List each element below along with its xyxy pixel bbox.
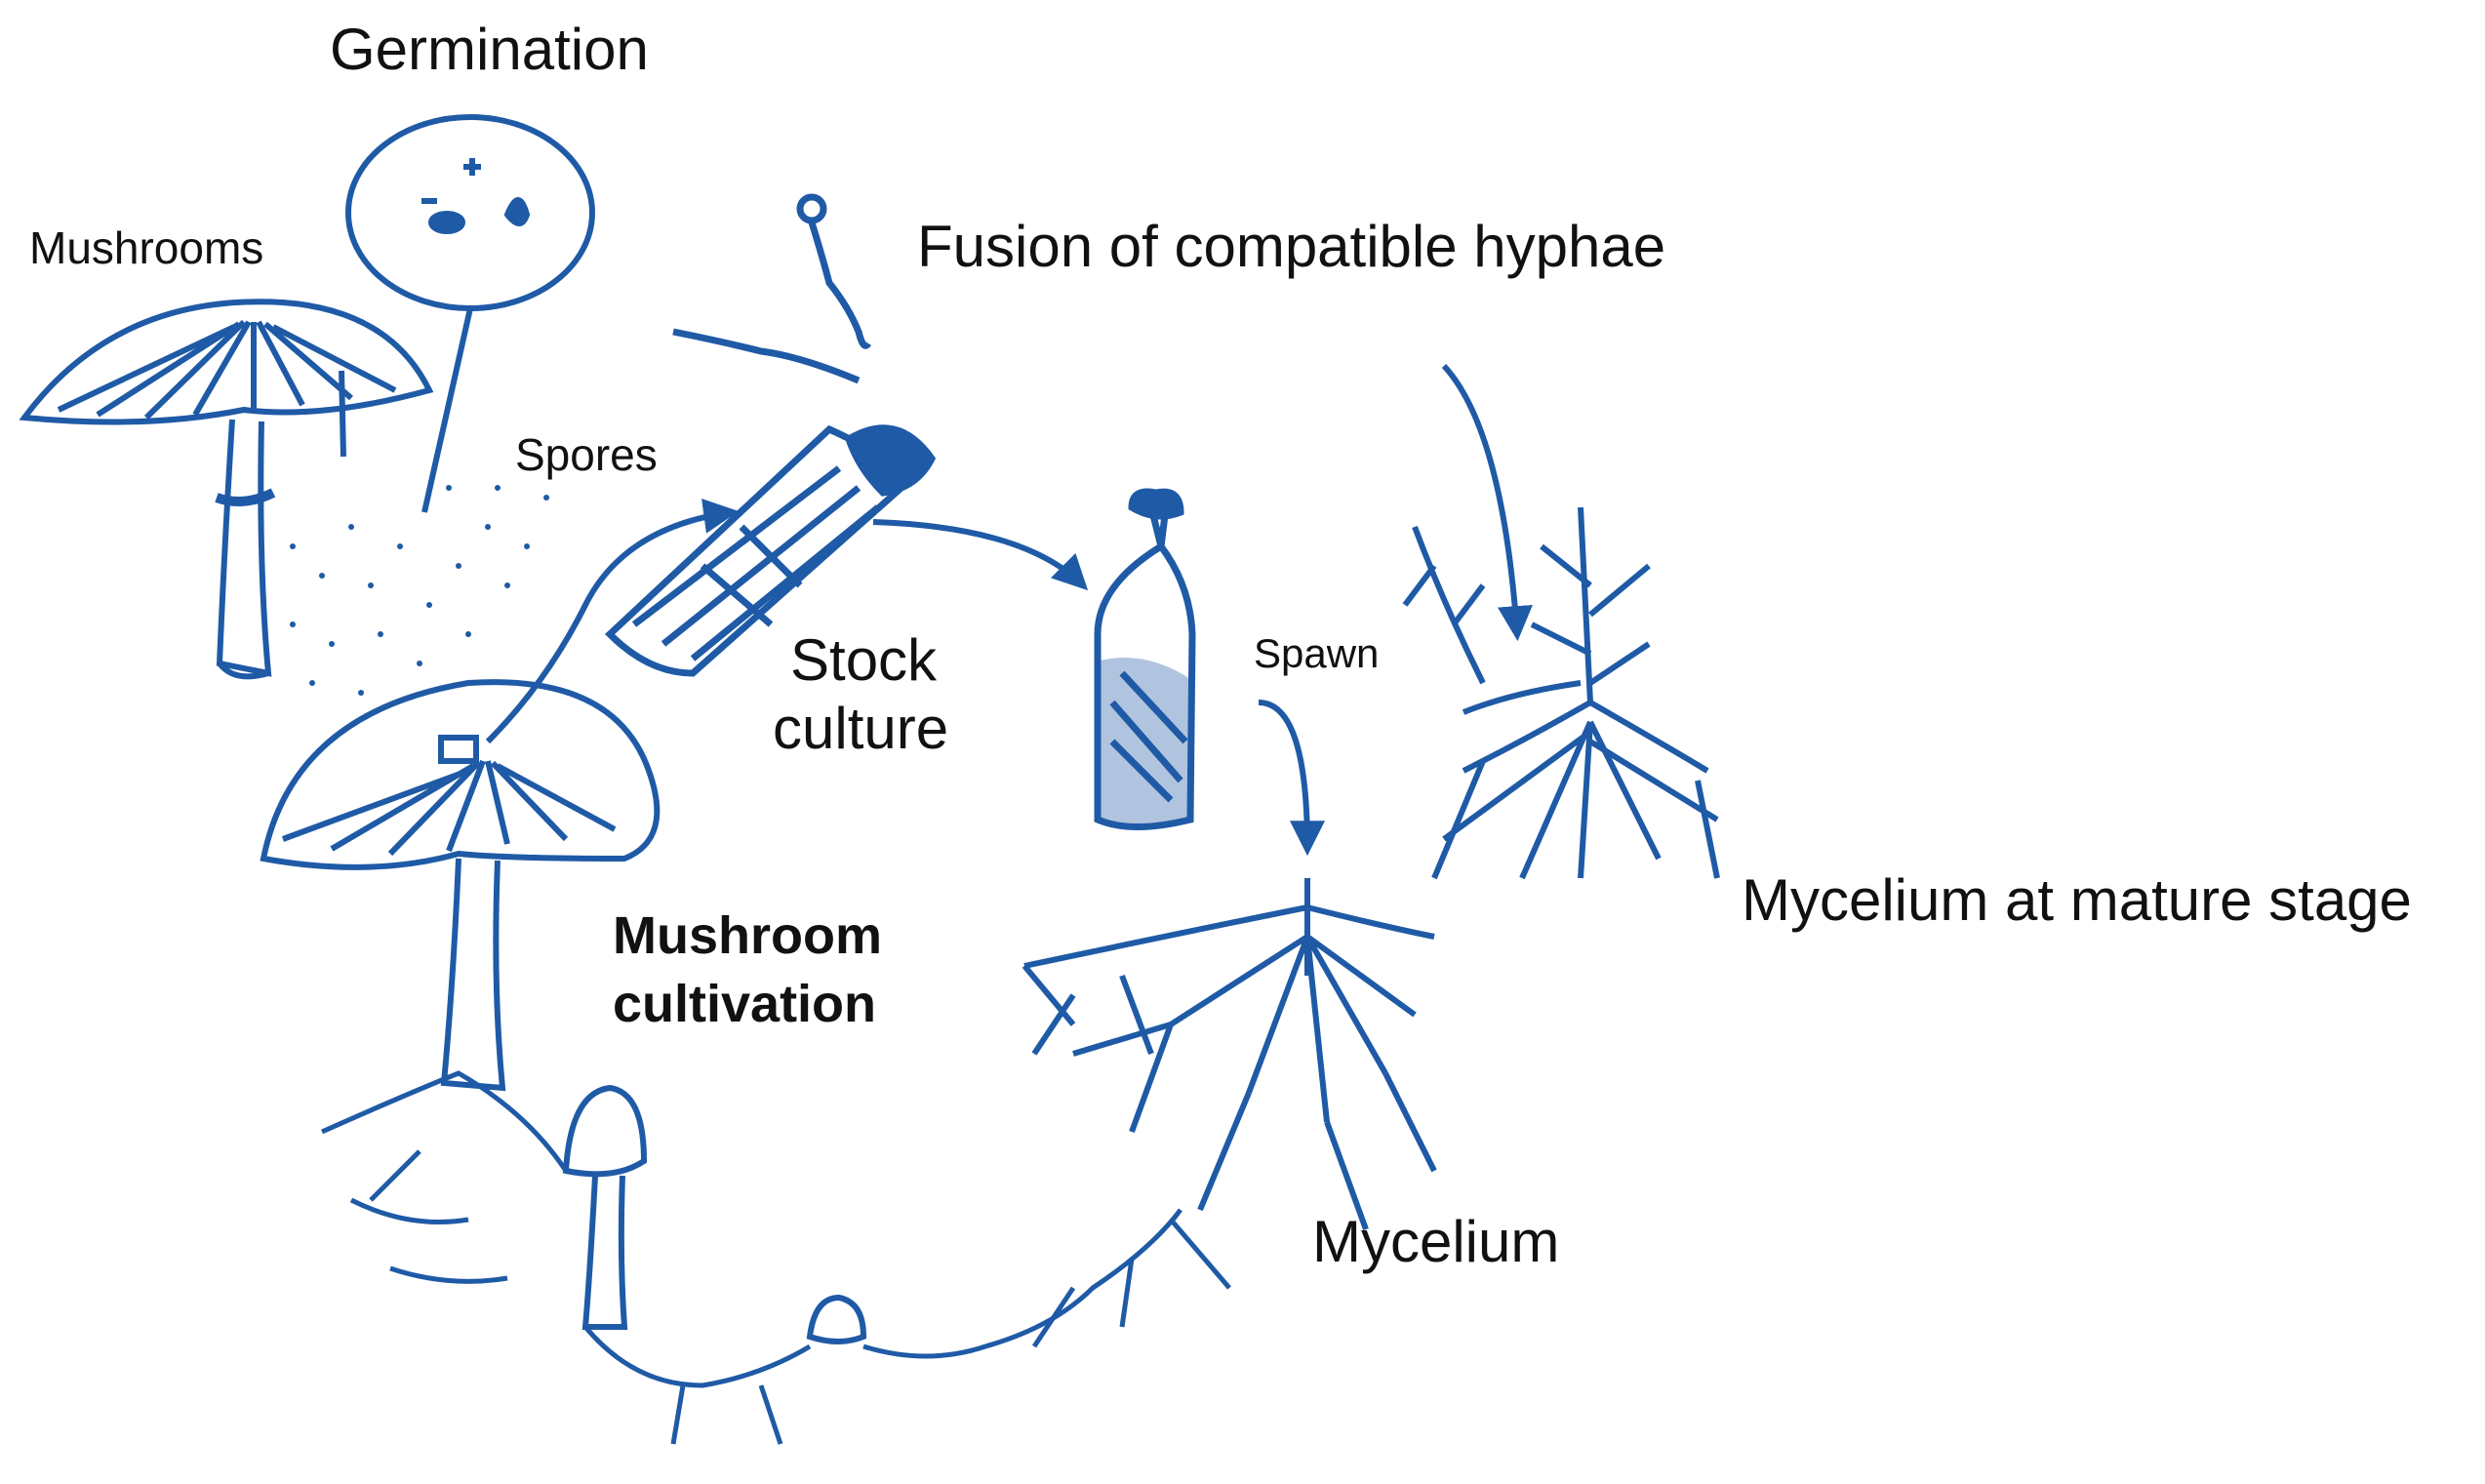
central-mycelium <box>1022 878 1437 1231</box>
germination-circle <box>345 114 595 513</box>
spores-scatter <box>290 485 549 696</box>
arrow-to-mycelium <box>1258 700 1325 857</box>
arrow-to-spawn <box>872 519 1089 591</box>
button-mushroom <box>562 1084 648 1330</box>
arrow-fusion-to-mature <box>1441 363 1533 642</box>
pinhead-mushroom <box>806 1294 867 1344</box>
hyphae-fragments <box>672 193 871 384</box>
mushroom-lower-left <box>260 679 661 1092</box>
arrow-to-stock-culture <box>485 499 740 744</box>
mushroom-top-left <box>19 299 434 680</box>
label-germination: Germination <box>330 17 649 82</box>
label-fusion-of-compatible-hyphae: Fusion of compatible hyphae <box>917 214 1666 279</box>
label-mushroom-cultivation-line2: cultivation <box>613 975 877 1033</box>
label-stock-culture-line1: Stock <box>790 627 938 693</box>
label-mycelium: Mycelium <box>1312 1209 1560 1274</box>
label-mycelium-at-mature-stage: Mycelium at mature stage <box>1742 867 2412 933</box>
stock-culture-tube <box>604 424 937 677</box>
label-mushrooms: Mushrooms <box>29 222 264 273</box>
spawn-bottle <box>1094 488 1196 830</box>
mature-mycelium <box>1402 506 1720 880</box>
cycle-root-network <box>320 1070 1231 1445</box>
label-mushroom-cultivation-line1: Mushroom <box>613 906 882 965</box>
label-spawn: Spawn <box>1254 630 1380 676</box>
label-stock-culture-line2: culture <box>773 696 949 761</box>
label-spores: Spores <box>515 429 658 480</box>
